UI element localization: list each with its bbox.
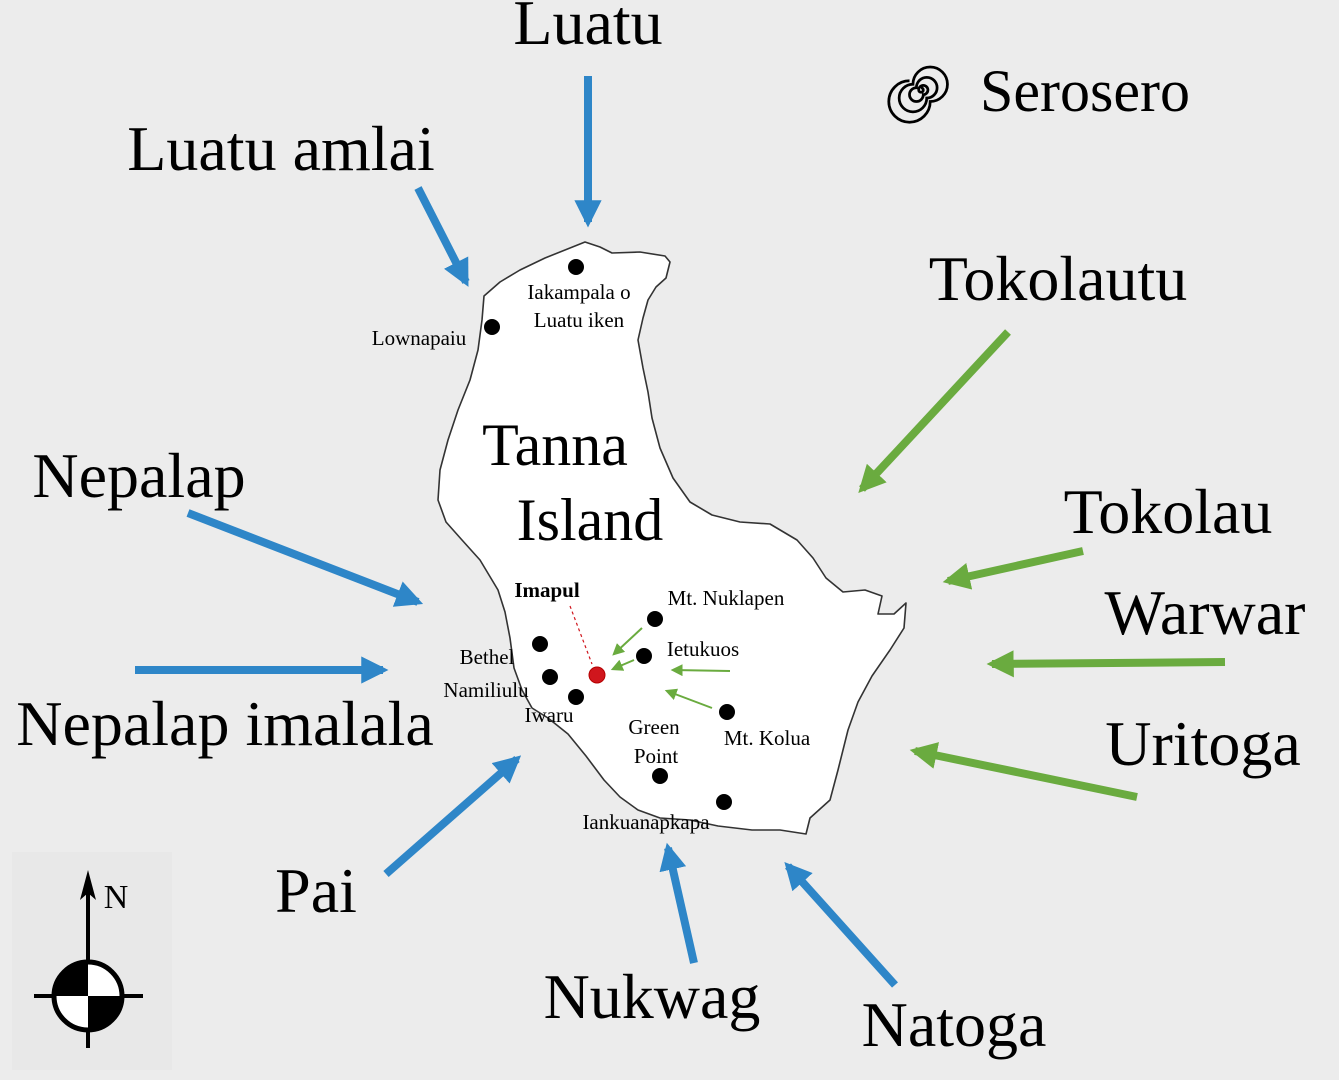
- north-arrow: N: [12, 852, 172, 1070]
- village-dot-bethel: [532, 636, 548, 652]
- label-green-point-line2: Point: [634, 744, 679, 768]
- label-ietukuos: Ietukuos: [667, 637, 739, 661]
- label-iwaru: Iwaru: [525, 703, 574, 727]
- inner-arrow-east: [670, 664, 731, 677]
- island-name-line2: Island: [517, 487, 664, 553]
- arrow-nepalap: [186, 509, 424, 607]
- arrow-luatu-amlai: [414, 186, 470, 287]
- arrow-pai: [383, 755, 522, 878]
- inner-arrow-kolua: [664, 688, 713, 709]
- label-mt-nuklapen: Mt. Nuklapen: [668, 586, 785, 610]
- wind-label-nepalap: Nepalap: [32, 440, 245, 511]
- label-bethel: Bethel: [460, 645, 515, 669]
- wind-label-luatu-amlai: Luatu amlai: [127, 113, 434, 184]
- island-name-line1: Tanna: [482, 412, 628, 478]
- wind-label-tokolau: Tokolau: [1064, 476, 1273, 547]
- legend-label-serosero: Serosero: [980, 58, 1190, 124]
- village-dot-namiliulu: [542, 669, 558, 685]
- arrow-nukwag: [659, 842, 698, 964]
- label-green-point-line1: Green: [628, 715, 680, 739]
- village-dot-lownapaiu: [484, 319, 500, 335]
- wind-label-natoga: Natoga: [862, 989, 1047, 1060]
- island-outline: [437, 241, 907, 835]
- imapul-leader-line: [569, 605, 593, 665]
- arrow-tokolautu: [858, 329, 1011, 493]
- wind-label-nukwag: Nukwag: [544, 961, 761, 1032]
- north-label: N: [104, 879, 129, 916]
- label-iankuanapkapa: Iankuanapkapa: [582, 810, 710, 834]
- village-dot-iwaru: [568, 689, 584, 705]
- arrow-uritoga: [909, 742, 1138, 801]
- village-dot-mt-kolua: [719, 704, 735, 720]
- legend-spiral-icon: [887, 65, 949, 124]
- wind-label-uritoga: Uritoga: [1105, 708, 1301, 779]
- wind-label-nepalap-imalala: Nepalap imalala: [16, 688, 434, 759]
- wind-label-tokolautu: Tokolautu: [929, 243, 1188, 314]
- label-imapul: Imapul: [514, 578, 580, 602]
- label-namiliulu: Namiliulu: [443, 678, 529, 702]
- village-dot-mt-nuklapen: [647, 611, 663, 627]
- wind-label-warwar: Warwar: [1105, 577, 1306, 648]
- label-iakampala-line2: Luatu iken: [534, 308, 625, 332]
- arrow-natoga: [784, 861, 898, 988]
- label-lownapaiu: Lownapaiu: [372, 326, 467, 350]
- village-dot-iankuanapkapa: [716, 794, 732, 810]
- village-dot-ietukuos: [636, 648, 652, 664]
- label-iakampala-line1: Iakampala o: [527, 280, 630, 304]
- inner-arrow-ietukuos: [610, 659, 635, 671]
- wind-label-luatu: Luatu: [513, 0, 662, 58]
- arrow-tokolau: [942, 547, 1084, 590]
- village-dot-iakampala: [568, 259, 584, 275]
- label-mt-kolua: Mt. Kolua: [724, 726, 811, 750]
- arrow-warwar: [986, 650, 1226, 678]
- wind-label-pai: Pai: [275, 855, 357, 926]
- imapul-dot: [588, 666, 606, 684]
- village-dot-green-point: [652, 768, 668, 784]
- inner-arrow-nuklapen: [612, 627, 643, 656]
